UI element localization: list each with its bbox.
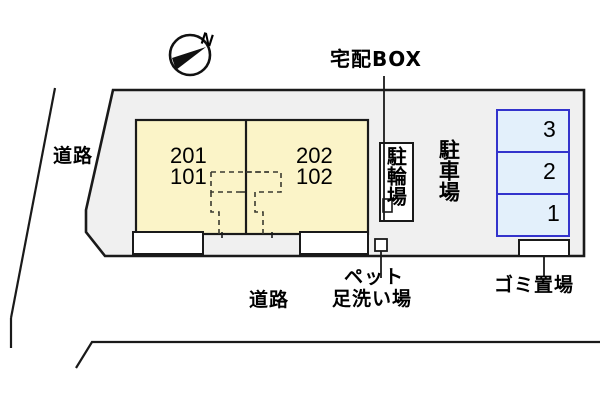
- north-arrow-icon: [168, 33, 212, 77]
- pet-wash-label-line2: 足洗い場: [332, 288, 413, 310]
- parking-stall-number-1: 1: [547, 200, 560, 226]
- unit-label-201: 201: [170, 143, 207, 168]
- building-block: [134, 118, 370, 236]
- unit-label-202: 202: [296, 143, 333, 168]
- car-parking-label: 駐車場: [436, 139, 461, 202]
- bicycle-parking-box: [379, 142, 414, 222]
- bicycle-parking-label: 駐輪場: [383, 146, 408, 206]
- garbage-area-label: ゴミ置場: [494, 274, 575, 296]
- delivery-box-label: 宅配BOX: [330, 47, 422, 71]
- balconies: [132, 231, 369, 255]
- garbage-area-marker: [518, 239, 570, 276]
- road-left-label: 道路: [53, 145, 94, 167]
- pet-wash-label-line1: ペット: [344, 266, 405, 288]
- unit-interior-dashed-lines: [210, 171, 282, 234]
- road-bottom-label: 道路: [249, 289, 290, 311]
- parking-stall-number-3: 3: [543, 116, 556, 142]
- unit-label-101: 101: [170, 164, 207, 189]
- road-boundary-lines: [9, 87, 600, 369]
- parking-stalls-group: [496, 109, 570, 237]
- pet-wash-marker: [374, 238, 388, 278]
- unit-label-102: 102: [296, 164, 333, 189]
- parking-stall-number-2: 2: [543, 158, 556, 184]
